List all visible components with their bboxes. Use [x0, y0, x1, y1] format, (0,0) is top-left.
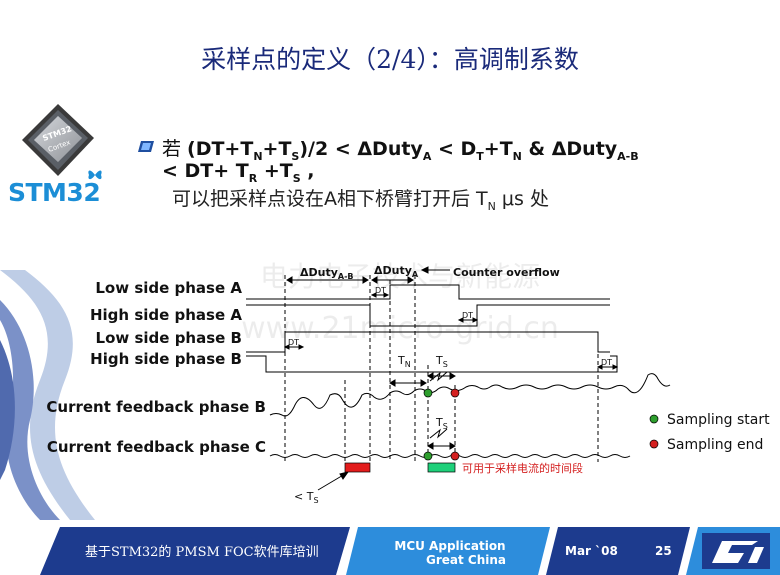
label-dt: DT: [288, 338, 299, 347]
valid-window-note: 可用于采样电流的时间段: [462, 461, 583, 475]
slide-title: 采样点的定义（2/4）：高调制系数: [201, 45, 579, 74]
stm32-brand-logo: STM32: [8, 178, 101, 207]
st-logo-icon: [702, 533, 770, 569]
footer-mcu-line1: MCU Application: [394, 539, 505, 553]
legend-start-dot: [649, 414, 659, 424]
condition-line-2: < DT+ TR +TS ,: [162, 160, 315, 185]
dna-ribbon-decoration: [0, 270, 95, 520]
label-counter-overflow: Counter overflow: [453, 266, 560, 279]
wave-high-side-b: [246, 355, 618, 373]
footer-course: 基于STM32的 PMSM FOC软件库培训: [85, 544, 319, 560]
sampling-start-dot: [423, 451, 433, 461]
sampling-end-dot: [450, 451, 460, 461]
wave-low-side-a: [246, 284, 610, 300]
label-less-than-ts: < TS: [294, 490, 319, 505]
wave-high-side-a: [246, 304, 610, 327]
wave-feedback-b: [269, 373, 671, 417]
label-ts-c: TS: [435, 416, 448, 431]
sampling-point-text: 可以把采样点设在A相下桥臂打开后 TN μs 处: [172, 188, 549, 213]
label-duty-ab: ΔDutyA-B: [300, 266, 354, 281]
label-dt: DT: [375, 286, 386, 295]
label-feedback-b: Current feedback phase B: [46, 398, 266, 416]
valid-window-bar: [427, 462, 456, 473]
label-tn: TN: [397, 354, 411, 369]
legend-sampling-end: Sampling end: [667, 437, 763, 453]
watermark-line-2: www.21micro-grid.cn: [241, 311, 559, 346]
legend-end-dot: [649, 439, 659, 449]
footer-page-number: 25: [655, 544, 672, 558]
footer-date: Mar `08: [565, 544, 618, 558]
condition-line-1-text: (DT+TN+TS)/2 < ΔDutyA < DT+TN & ΔDutyA-B: [187, 138, 639, 163]
label-dt: DT: [601, 358, 612, 367]
sampling-end-dot: [450, 388, 460, 398]
label-dt: DT: [462, 311, 473, 320]
label-low-side-a: Low side phase A: [95, 279, 242, 297]
wave-feedback-c: [269, 454, 631, 458]
label-duty-a: ΔDutyA: [374, 264, 419, 279]
footer-bar: 基于STM32的 PMSM FOC软件库培训 MCU Application G…: [40, 527, 780, 575]
timing-diagram: 电力电子技术与新能源 www.21micro-grid.cn Low side …: [0, 260, 770, 520]
invalid-window-bar: [344, 462, 371, 473]
bullet-prefix: 若: [162, 138, 182, 160]
sampling-start-dot: [423, 388, 433, 398]
bullet-icon: [138, 141, 154, 152]
condition-line-1: 若(DT+TN+TS)/2 < ΔDutyA < DT+TN & ΔDutyA-…: [162, 134, 639, 163]
watermark-line-1: 电力电子技术与新能源: [260, 260, 540, 293]
label-feedback-c: Current feedback phase C: [47, 438, 266, 456]
wave-low-side-b: [246, 331, 610, 353]
label-high-side-a: High side phase A: [90, 306, 242, 324]
label-high-side-b: High side phase B: [90, 350, 242, 368]
stm32-chip-icon: STM32 Cortex: [22, 104, 94, 176]
label-low-side-b: Low side phase B: [96, 329, 242, 347]
footer-mcu-line2: Great China: [426, 553, 506, 567]
lt-ts-pointer: [317, 473, 346, 491]
butterfly-icon: [88, 170, 102, 180]
label-ts-b: TS: [435, 354, 448, 369]
legend-sampling-start: Sampling start: [667, 412, 770, 428]
